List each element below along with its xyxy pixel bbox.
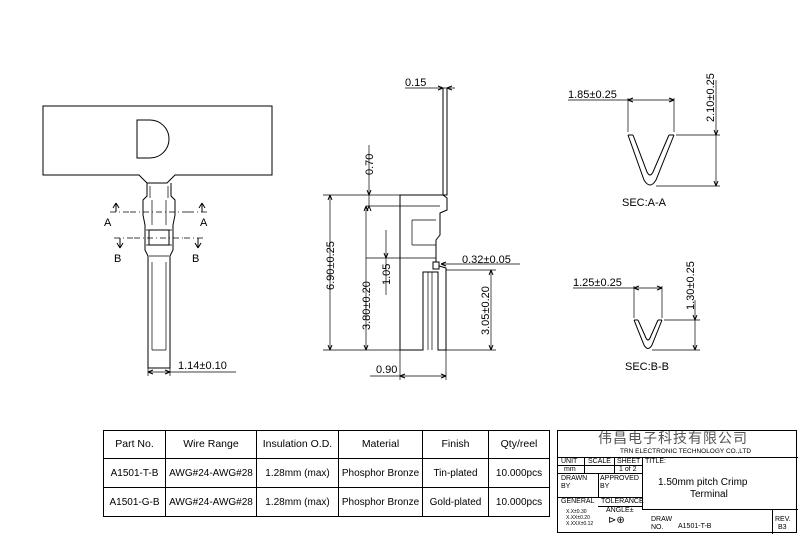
cell-wire-range: AWG#24-AWG#28 — [165, 487, 257, 517]
company-name-en: TRN ELECTRONIC TECHNOLOGY CO.,LTD — [620, 448, 752, 455]
cell-insulation: 1.28mm (max) — [256, 458, 339, 488]
projection-symbol-icon: ⊳⊕ — [608, 515, 625, 526]
section-a-a: 1.85±0.25 2.10±0.25 SEC:A-A — [568, 73, 720, 209]
section-b-right: B — [192, 253, 199, 265]
header-finish: Finish — [422, 430, 489, 459]
cell-wire-range: AWG#24-AWG#28 — [165, 458, 257, 488]
tol-2: X.XX±0.20 — [566, 515, 590, 521]
dim-secB-height: 1.30±0.25 — [685, 261, 697, 310]
sheet-value: 1 of 2 — [619, 466, 637, 473]
spec-table: Part No. Wire Range Insulation O.D. Mate… — [103, 430, 550, 517]
rev-value: B3 — [778, 524, 787, 531]
dim-secB-width: 1.25±0.25 — [573, 277, 622, 289]
top-view: A A B B 1.14±0.10 — [42, 105, 273, 376]
table-row: A1501-T-B AWG#24-AWG#28 1.28mm (max) Pho… — [103, 458, 550, 488]
tolerance-label: TOLERANCE — [601, 498, 644, 505]
dim-secA-height: 2.10±0.25 — [705, 73, 717, 122]
table-row: A1501-G-B AWG#24-AWG#28 1.28mm (max) Pho… — [103, 487, 550, 517]
scale-label: SCALE — [588, 458, 611, 465]
dim-contact-length: 3.05±0.20 — [480, 286, 492, 335]
title-line2: Terminal — [690, 489, 728, 500]
tol-3: X.XXX±0.12 — [566, 521, 594, 527]
draw-label: DRAW — [651, 516, 673, 523]
approved-by: APPROVED BY — [600, 475, 639, 490]
dim-base-width: 0.90 — [376, 364, 397, 376]
section-a-label: SEC:A-A — [622, 197, 667, 209]
dim-barrel-length: 3.80±0.20 — [361, 281, 373, 330]
cell-insulation: 1.28mm (max) — [256, 487, 339, 517]
table-header-row: Part No. Wire Range Insulation O.D. Mate… — [103, 430, 550, 459]
unit-value: mm — [564, 466, 576, 473]
dim-thickness: 0.15 — [405, 77, 426, 89]
section-b-b: 1.25±0.25 1.30±0.25 SEC:B-B — [573, 261, 700, 373]
cell-material: Phosphor Bronze — [338, 458, 423, 488]
section-b-left: B — [114, 253, 121, 265]
sheet-label: SHEET — [617, 458, 641, 465]
dim-crimp: 1.05 — [381, 264, 393, 285]
dim-total-length: 6.90±0.25 — [325, 241, 337, 290]
cell-finish: Tin-plated — [422, 458, 489, 488]
draw-no: A1501-T-B — [678, 523, 712, 530]
tol-1: X.X±0.30 — [566, 509, 587, 515]
angle-label: ANGLE± — [606, 507, 634, 514]
dim-gap: 0.32±0.05 — [462, 254, 511, 266]
side-view: 0.15 6.90±0.25 0.70 3.80±0.20 1.05 0.32±… — [323, 77, 520, 380]
header-wire-range: Wire Range — [165, 430, 257, 459]
dim-width-bottom: 1.14±0.10 — [178, 360, 227, 372]
cell-part-no: A1501-T-B — [103, 458, 166, 488]
cell-qty: 10.000pcs — [488, 458, 550, 488]
company-name-cn: 伟昌电子科技有限公司 — [598, 431, 748, 447]
title-line1: 1.50mm pitch Crimp — [658, 477, 748, 488]
dim-secA-width: 1.85±0.25 — [568, 89, 617, 101]
title-block: 伟昌电子科技有限公司 TRN ELECTRONIC TECHNOLOGY CO.… — [557, 430, 798, 534]
section-a-left: A — [104, 217, 112, 229]
dim-tab-height: 0.70 — [364, 154, 376, 175]
no-label: NO. — [651, 524, 664, 531]
cell-qty: 10.000pcs — [488, 487, 550, 517]
cell-finish: Gold-plated — [422, 487, 489, 517]
header-qty: Qty/reel — [488, 430, 550, 459]
section-b-label: SEC:B-B — [625, 361, 669, 373]
header-material: Material — [338, 430, 423, 459]
general-label: GENERAL — [561, 498, 595, 505]
cell-part-no: A1501-G-B — [103, 487, 166, 517]
section-a-right: A — [200, 217, 208, 229]
unit-label: UNIT — [561, 458, 578, 465]
header-part-no: Part No. — [103, 430, 166, 459]
rev-label: REV. — [775, 516, 791, 523]
title-label: TITLE: — [645, 458, 667, 465]
header-insulation: Insulation O.D. — [256, 430, 339, 459]
drawn-by: DRAWN BY — [561, 475, 588, 490]
cell-material: Phosphor Bronze — [338, 487, 423, 517]
